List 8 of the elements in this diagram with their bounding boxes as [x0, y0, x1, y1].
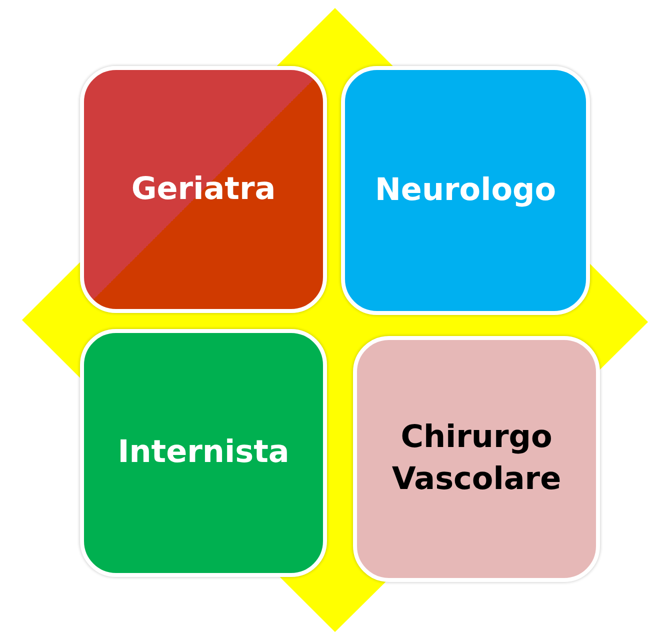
- rounded-box: [80, 66, 327, 313]
- rounded-box: [353, 336, 600, 582]
- box-label: Neurologo: [374, 170, 558, 210]
- rounded-box: [80, 329, 327, 577]
- rounded-box: [341, 66, 590, 315]
- box-label: Geriatra: [130, 170, 277, 209]
- box-label: Internista: [116, 433, 290, 472]
- box-label: Chirurgo Vascolare: [390, 418, 562, 499]
